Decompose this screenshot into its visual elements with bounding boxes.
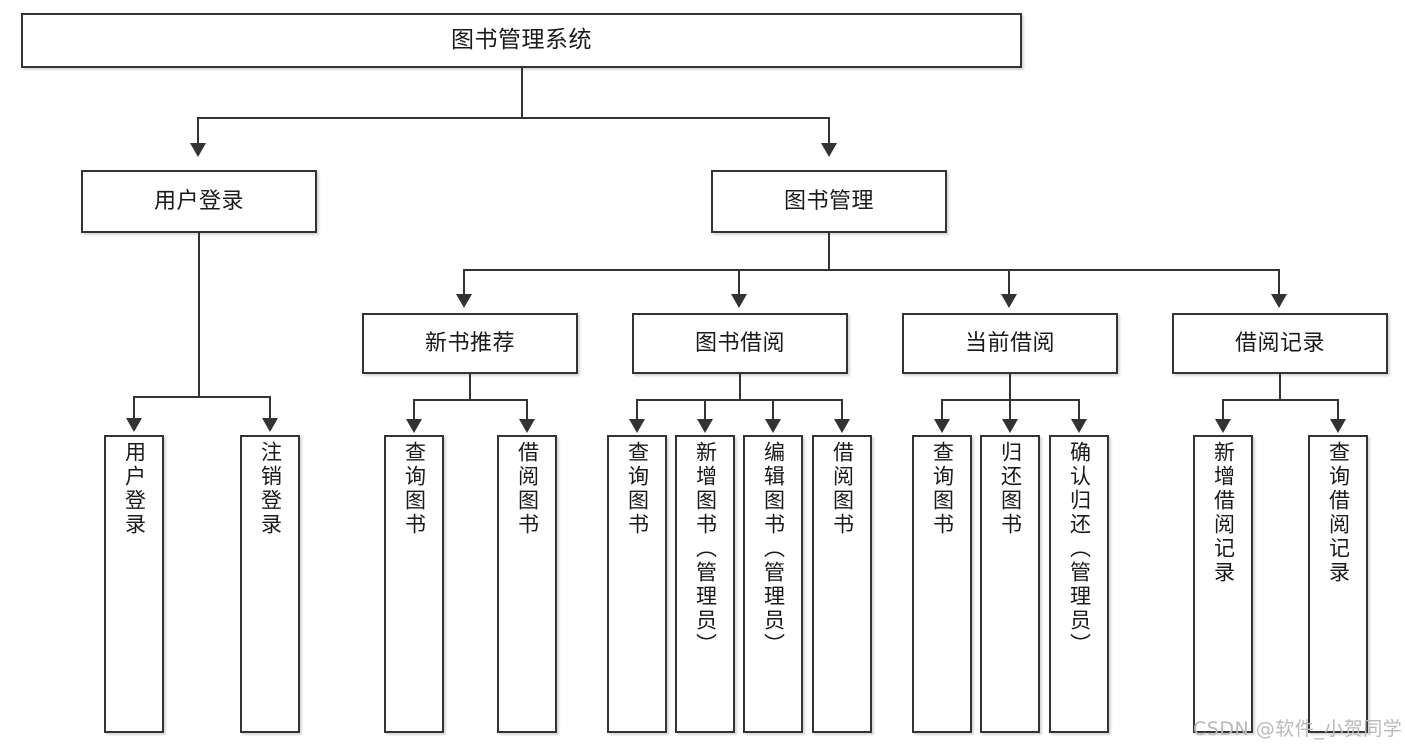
node-new-book-recommend[interactable]: 新书推荐 xyxy=(362,313,578,374)
arrow-to-leaf-user-login xyxy=(126,418,142,432)
connector-currentborrow-to-leaf-2 xyxy=(1009,399,1011,421)
leaf-user-login[interactable]: 用户登录 xyxy=(104,435,164,733)
node-label: 当前借阅 xyxy=(964,330,1055,356)
node-label: 新书推荐 xyxy=(424,330,515,356)
node-label: 图书借阅 xyxy=(694,330,785,356)
leaf-label: 新增借阅记录 xyxy=(1211,441,1236,585)
leaf-label: 新增图书（管理员） xyxy=(693,441,718,657)
leaf-query-book-recommend[interactable]: 查询图书 xyxy=(384,435,444,733)
connector-bookborrow-to-leaf-2 xyxy=(704,399,706,421)
arrow-to-current xyxy=(1001,294,1017,308)
node-root-system[interactable]: 图书管理系统 xyxy=(21,13,1022,68)
arrow-to-leaf-confirm-return xyxy=(1071,419,1087,433)
arrow-to-book-manage xyxy=(821,143,837,157)
connector-book-manage-to-record xyxy=(1278,269,1280,296)
leaf-borrow-book[interactable]: 借阅图书 xyxy=(812,435,872,733)
arrow-to-user-login xyxy=(190,143,206,157)
leaf-label: 确认归还（管理员） xyxy=(1067,441,1092,657)
connector-user-login-stem xyxy=(198,233,200,397)
connector-borrowrecord-to-leaf-2 xyxy=(1337,399,1339,421)
connector-currentborrow-stem xyxy=(1009,374,1011,400)
leaf-label: 查询借阅记录 xyxy=(1326,441,1351,585)
node-user-login[interactable]: 用户登录 xyxy=(81,170,317,233)
leaf-borrow-book-recommend[interactable]: 借阅图书 xyxy=(497,435,557,733)
connector-user-login-to-leaf-1 xyxy=(133,396,135,420)
connector-book-manage-bar xyxy=(463,269,1280,271)
arrow-to-record xyxy=(1271,294,1287,308)
arrow-to-leaf-query-book-current xyxy=(934,419,950,433)
leaf-query-book-current[interactable]: 查询图书 xyxy=(912,435,972,733)
connector-currentborrow-to-leaf-3 xyxy=(1078,399,1080,421)
leaf-label: 借阅图书 xyxy=(515,441,540,537)
arrow-to-leaf-borrow-book xyxy=(834,419,850,433)
connector-root-to-book-manage xyxy=(828,117,830,145)
leaf-edit-book[interactable]: 编辑图书（管理员） xyxy=(743,435,803,733)
leaf-label: 借阅图书 xyxy=(830,441,855,537)
node-label: 图书管理系统 xyxy=(451,27,592,54)
connector-user-login-bar xyxy=(133,396,270,398)
leaf-query-book-borrow[interactable]: 查询图书 xyxy=(607,435,667,733)
leaf-return-book[interactable]: 归还图书 xyxy=(980,435,1040,733)
arrow-to-leaf-add-record xyxy=(1215,419,1231,433)
leaf-label: 用户登录 xyxy=(122,441,147,537)
leaf-logout[interactable]: 注销登录 xyxy=(240,435,300,733)
node-label: 借阅记录 xyxy=(1234,330,1325,356)
node-label: 用户登录 xyxy=(153,188,244,214)
leaf-label: 查询图书 xyxy=(402,441,427,537)
leaf-query-borrow-record[interactable]: 查询借阅记录 xyxy=(1308,435,1368,733)
arrow-to-leaf-query-book-recommend xyxy=(406,419,422,433)
connector-recommend-stem xyxy=(469,374,471,400)
leaf-label: 编辑图书（管理员） xyxy=(761,441,786,657)
connector-bookborrow-stem xyxy=(739,374,741,400)
connector-book-manage-to-current xyxy=(1008,269,1010,296)
node-label: 图书管理 xyxy=(783,188,874,214)
connector-borrowrecord-bar xyxy=(1222,399,1339,401)
leaf-label: 查询图书 xyxy=(930,441,955,537)
node-book-manage[interactable]: 图书管理 xyxy=(711,170,947,233)
connector-recommend-to-leaf-2 xyxy=(526,399,528,421)
connector-root-to-user-login xyxy=(197,117,199,145)
connector-bookborrow-to-leaf-1 xyxy=(636,399,638,421)
arrow-to-leaf-logout xyxy=(262,418,278,432)
connector-borrowrecord-stem xyxy=(1279,374,1281,400)
leaf-label: 归还图书 xyxy=(998,441,1023,537)
connector-bookborrow-bar xyxy=(636,399,843,401)
connector-root-bar xyxy=(197,117,830,119)
connector-borrowrecord-to-leaf-1 xyxy=(1222,399,1224,421)
leaf-add-borrow-record[interactable]: 新增借阅记录 xyxy=(1193,435,1253,733)
connector-recommend-to-leaf-1 xyxy=(413,399,415,421)
arrow-to-leaf-query-book-borrow xyxy=(629,419,645,433)
arrow-to-leaf-return-book xyxy=(1002,419,1018,433)
node-book-borrow[interactable]: 图书借阅 xyxy=(632,313,848,374)
connector-bookborrow-to-leaf-3 xyxy=(772,399,774,421)
connector-book-manage-to-borrow xyxy=(738,269,740,296)
arrow-to-leaf-borrow-book-recommend xyxy=(519,419,535,433)
leaf-confirm-return[interactable]: 确认归还（管理员） xyxy=(1049,435,1109,733)
connector-user-login-to-leaf-2 xyxy=(269,396,271,420)
node-current-borrow[interactable]: 当前借阅 xyxy=(902,313,1118,374)
node-borrow-record[interactable]: 借阅记录 xyxy=(1172,313,1388,374)
arrow-to-recommend xyxy=(456,294,472,308)
connector-book-manage-to-recommend xyxy=(463,269,465,296)
arrow-to-leaf-query-record xyxy=(1330,419,1346,433)
connector-book-manage-stem xyxy=(828,233,830,270)
leaf-label: 注销登录 xyxy=(258,441,283,537)
connector-bookborrow-to-leaf-4 xyxy=(841,399,843,421)
leaf-add-book[interactable]: 新增图书（管理员） xyxy=(675,435,735,733)
connector-currentborrow-to-leaf-1 xyxy=(941,399,943,421)
arrow-to-borrow xyxy=(731,294,747,308)
connector-root-stem xyxy=(521,68,523,118)
arrow-to-leaf-edit-book xyxy=(765,419,781,433)
connector-recommend-bar xyxy=(413,399,528,401)
leaf-label: 查询图书 xyxy=(625,441,650,537)
arrow-to-leaf-add-book xyxy=(697,419,713,433)
